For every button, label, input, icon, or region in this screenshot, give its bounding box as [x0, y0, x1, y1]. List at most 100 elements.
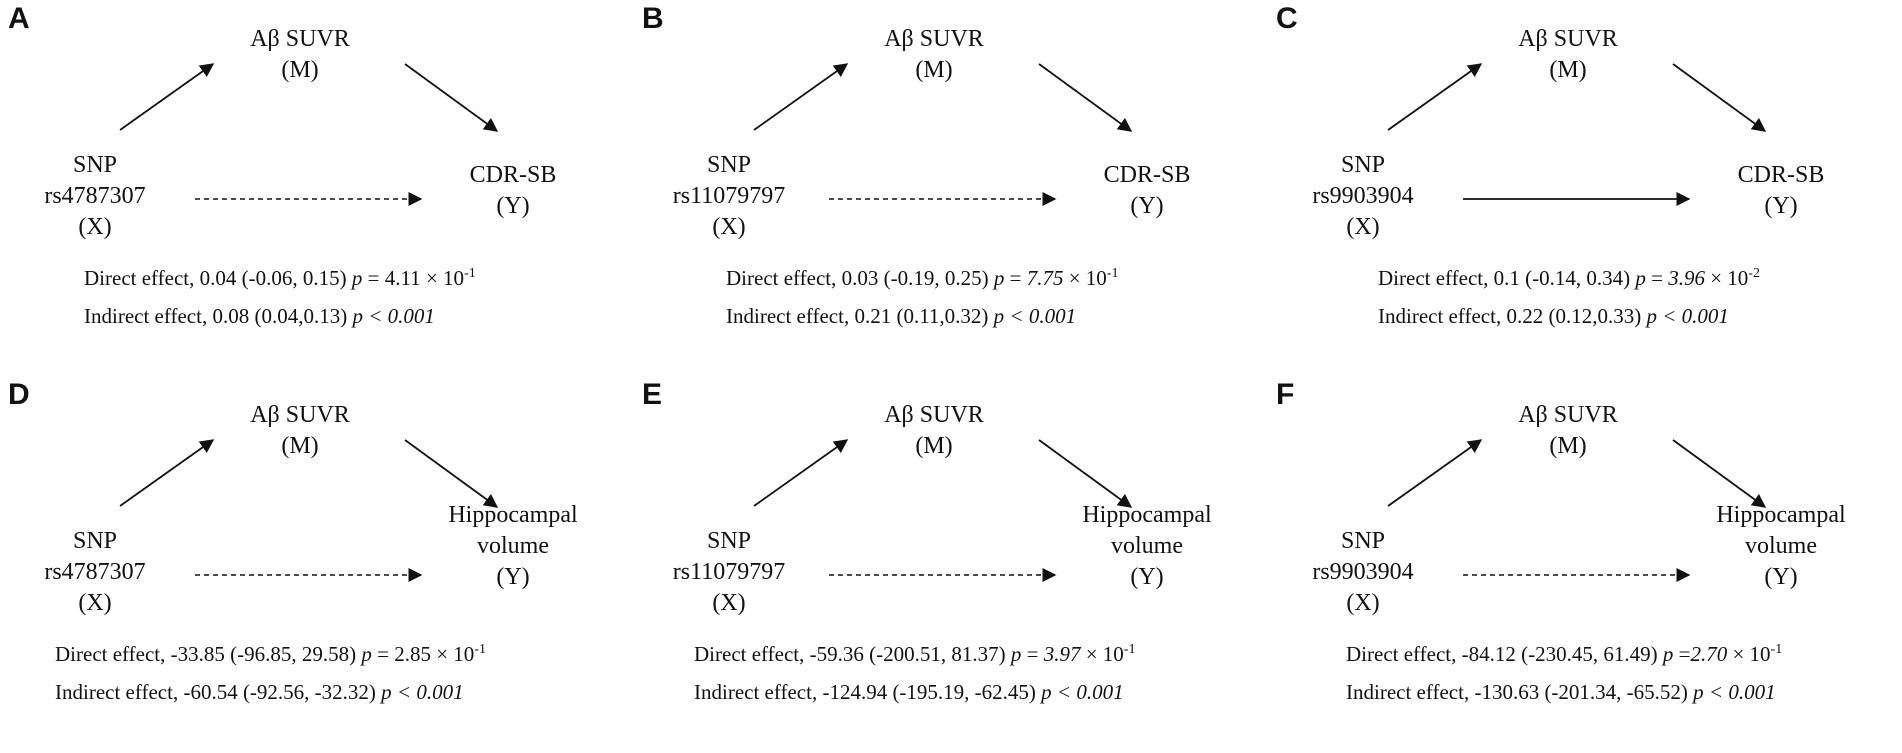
p-value-base: × 10 [420, 266, 465, 290]
p-value-base: × 10 [1704, 266, 1749, 290]
exposure-label: SNP [72, 152, 118, 178]
p-equals: = [1645, 266, 1669, 290]
path-b-arrow [1038, 439, 1133, 508]
exposure-label: SNP [706, 152, 752, 178]
direct-effect-text: Direct effect, 0.1 (-0.14, 0.34) p = 3.9… [1378, 265, 1760, 291]
panel-letter: D [8, 378, 30, 411]
path-b-arrow [1038, 63, 1133, 132]
panel-letter: A [8, 2, 30, 35]
p-symbol: p [1010, 642, 1022, 666]
exposure-label: rs4787307 [44, 559, 146, 585]
mediator-label: Aβ SUVR [250, 402, 350, 428]
exposure-label: SNP [706, 528, 752, 554]
p-value-exponent: -1 [464, 266, 476, 281]
p-value-mantissa: 7.75 [1026, 266, 1064, 290]
path-b-arrow [404, 439, 499, 508]
indirect-effect-label: Indirect effect, -130.63 (-201.34, -65.5… [1346, 680, 1688, 704]
indirect-effect-text: Indirect effect, -130.63 (-201.34, -65.5… [1346, 679, 1776, 705]
mediator-label: (M) [281, 57, 319, 83]
mediator-node: Aβ SUVR (M) [839, 400, 1029, 462]
mediator-label: (M) [915, 57, 953, 83]
outcome-label: volume [1745, 533, 1817, 559]
exposure-label: (X) [712, 214, 746, 240]
mediator-label: (M) [915, 433, 953, 459]
outcome-node: CDR-SB (Y) [1686, 160, 1876, 222]
p-value-mantissa: 3.97 [1043, 642, 1081, 666]
indirect-effect-label: Indirect effect, 0.22 (0.12,0.33) [1378, 304, 1642, 328]
indirect-p-value: p < 0.001 [1646, 304, 1729, 328]
outcome-label: (Y) [1130, 564, 1164, 590]
p-equals: = [1004, 266, 1027, 290]
mediator-node: Aβ SUVR(M) [205, 24, 395, 86]
exposure-label: rs11079797 [672, 559, 786, 585]
outcome-label: CDR-SB [1737, 162, 1825, 188]
indirect-effect-text: Indirect effect, 0.21 (0.11,0.32) p < 0.… [726, 303, 1076, 329]
indirect-effect-label: Indirect effect, 0.08 (0.04,0.13) [84, 304, 348, 328]
p-value-base: × 10 [430, 642, 475, 666]
mediator-label: Aβ SUVR [1518, 26, 1618, 52]
indirect-effect-text: Indirect effect, -60.54 (-92.56, -32.32)… [55, 679, 464, 705]
indirect-p-value: p < 0.001 [1041, 680, 1124, 704]
p-symbol: p [993, 266, 1005, 290]
exposure-label: SNP [1340, 152, 1386, 178]
p-value-base: × 10 [1063, 266, 1107, 290]
outcome-label: volume [477, 533, 549, 559]
mediator-node: Aβ SUVR(M) [1473, 400, 1663, 462]
direct-effect-text: Direct effect, 0.03 (-0.19, 0.25) p = 7.… [726, 265, 1118, 291]
p-value-exponent: -1 [1106, 266, 1119, 281]
outcome-label: (Y) [496, 564, 530, 590]
path-arrows [1387, 63, 1767, 206]
direct-effect-label: Direct effect, -59.36 (-200.51, 81.37) [694, 642, 1006, 666]
exposure-label: rs9903904 [1312, 183, 1414, 209]
mediator-label: Aβ SUVR [884, 402, 984, 428]
p-symbol: p [1635, 266, 1646, 290]
outcome-label: Hippocampal [1716, 502, 1846, 528]
indirect-effect-text: Indirect effect, 0.22 (0.12,0.33) p < 0.… [1378, 303, 1729, 329]
panel-letter: F [1276, 378, 1295, 411]
p-value-mantissa: 2.70 [1690, 642, 1728, 666]
exposure-label: (X) [1346, 214, 1380, 240]
indirect-p-value: p < 0.001 [352, 304, 435, 328]
outcome-label: (Y) [1764, 193, 1798, 219]
p-value-exponent: -1 [474, 642, 486, 657]
path-a-arrow [753, 63, 849, 131]
direct-effect-text: Direct effect, -84.12 (-230.45, 61.49) p… [1346, 641, 1782, 667]
indirect-effect-label: Indirect effect, 0.21 (0.11,0.32) [726, 304, 989, 328]
outcome-label: CDR-SB [469, 162, 557, 188]
outcome-label: CDR-SB [1103, 162, 1191, 188]
exposure-node: SNP rs11079797 (X) [664, 150, 794, 243]
outcome-node: CDR-SB(Y) [1052, 160, 1242, 222]
direct-effect-label: Direct effect, -33.85 (-96.85, 29.58) [55, 642, 357, 666]
exposure-label: SNP [1340, 528, 1386, 554]
p-symbol: p [361, 642, 372, 666]
direct-effect-text: Direct effect, 0.04 (-0.06, 0.15) p = 4.… [84, 265, 476, 291]
p-value-exponent: -1 [1123, 642, 1136, 657]
p-value-exponent: -2 [1748, 266, 1760, 281]
exposure-label: rs11079797 [672, 183, 786, 209]
path-a-arrow [1387, 439, 1483, 507]
path-b-arrow [404, 63, 499, 132]
mediator-label: (M) [1549, 433, 1587, 459]
panel-letter: E [642, 378, 663, 411]
p-value-exponent: -1 [1770, 642, 1783, 657]
path-a-arrow [119, 439, 215, 507]
exposure-label: rs4787307 [44, 183, 146, 209]
direct-effect-text: Direct effect, -33.85 (-96.85, 29.58) p … [55, 641, 486, 667]
mediator-label: Aβ SUVR [884, 26, 984, 52]
path-a-arrow [119, 63, 215, 131]
direct-effect-label: Direct effect, 0.1 (-0.14, 0.34) [1378, 266, 1631, 290]
p-value-mantissa: 2.85 [394, 642, 431, 666]
mediator-node: Aβ SUVR(M) [1473, 24, 1663, 86]
exposure-label: SNP [72, 528, 118, 554]
mediator-node: Aβ SUVR(M) [205, 400, 395, 462]
p-value-base: × 10 [1727, 642, 1771, 666]
